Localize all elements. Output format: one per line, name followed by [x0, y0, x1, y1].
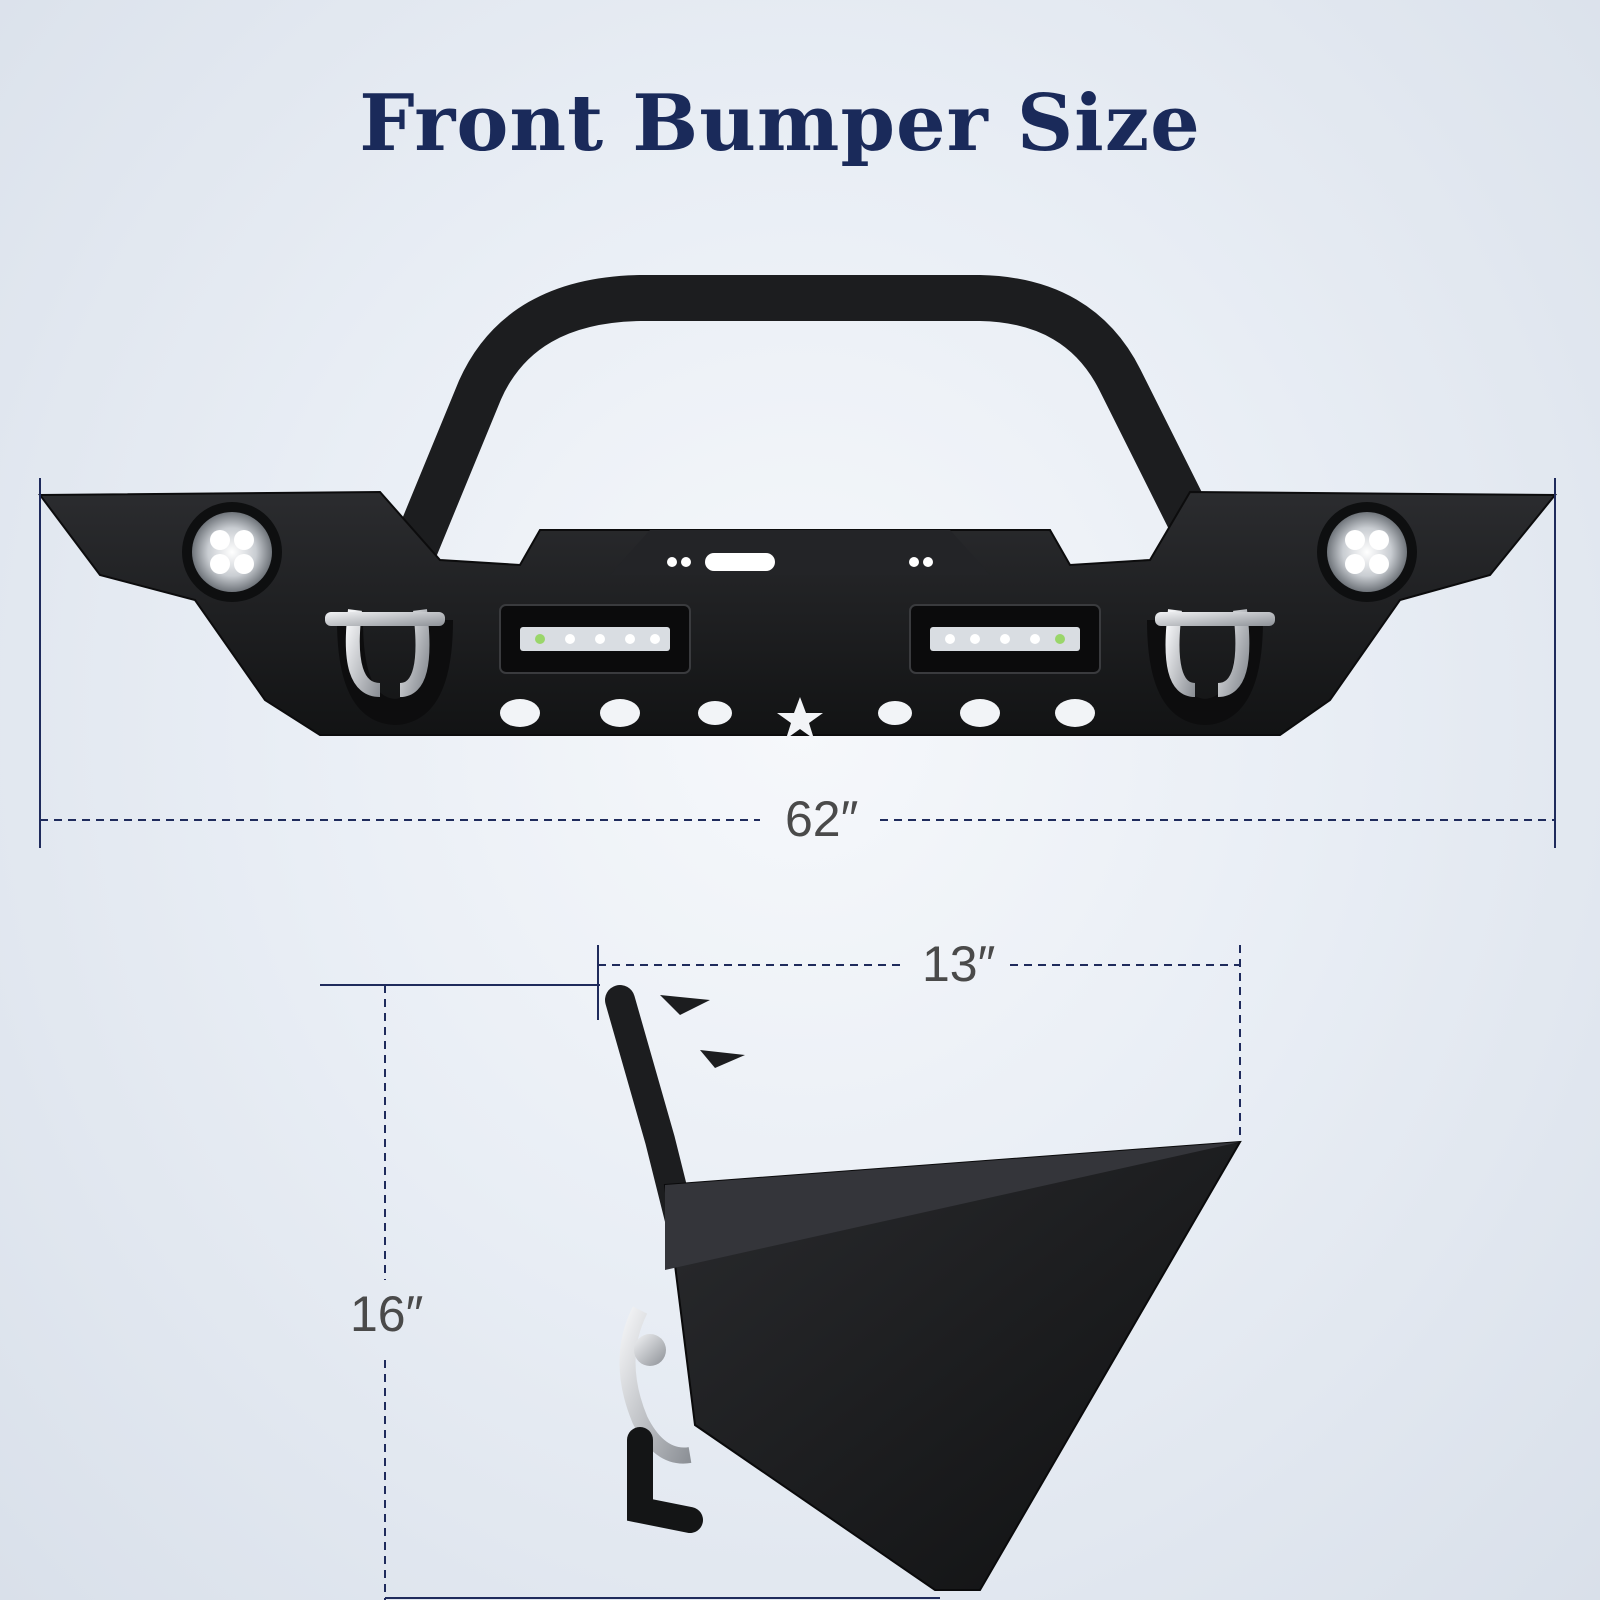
depth-dimension-label: 13″: [922, 936, 996, 992]
shackle-left-icon: [325, 609, 453, 726]
side-view: [605, 985, 1242, 1591]
height-dimension-line: [320, 984, 940, 1600]
height-dimension-label: 16″: [350, 1286, 424, 1342]
width-dimension-line: [39, 478, 1556, 848]
width-dimension-label: 62″: [785, 791, 859, 847]
star-icon: [777, 697, 823, 739]
side-wedge: [663, 1140, 1242, 1591]
winch-plate: [610, 530, 990, 575]
vent-holes: [500, 699, 1095, 727]
round-light-left-icon: [182, 502, 282, 602]
depth-dimension-line: [597, 945, 1241, 1140]
side-shackle-icon: [619, 1306, 703, 1533]
led-bar-right-icon: [909, 604, 1101, 674]
stinger-hoop: [392, 275, 1218, 571]
page-title: Front Bumper Size: [359, 78, 1201, 169]
front-view: [38, 275, 1558, 739]
led-bar-left-icon: [499, 604, 691, 674]
round-light-right-icon: [1317, 502, 1417, 602]
winch-slot: [705, 553, 775, 571]
shackle-right-icon: [1147, 609, 1275, 726]
